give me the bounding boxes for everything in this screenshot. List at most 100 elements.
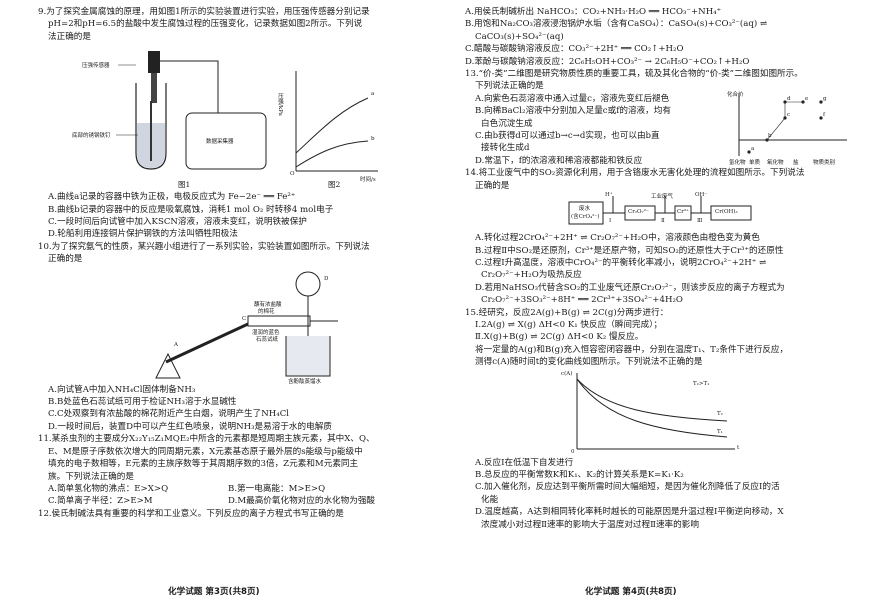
q9-option-b: B.曲线b记录的容器中的反应是吸氧腐蚀，消耗1 mol O₂ 时转移4 mol电… — [48, 204, 334, 215]
q15-stem-5: 测得c(A)随时间t的变化曲线如图所示。下列说法不正确的是 — [475, 357, 703, 368]
q10-option-a: A.向试管A中加入NH₄Cl固体制备NH₃ — [48, 384, 196, 395]
q9-graph-x-label: 时间/s — [360, 177, 376, 184]
question-15: 15.经研究，反应2A(g)+B(g) ⇌ 2C(g)分两步进行： Ⅰ.2A(g… — [465, 307, 852, 531]
q14-gas-label: 工业废气 — [651, 194, 674, 201]
q13-x-oxide: 氧化物 — [767, 160, 784, 167]
q15-graph-svg — [576, 372, 735, 450]
q14-stem-1: 14.将工业废气中的SO₂资源化利用，用于含铬废水无害化处理的流程如图所示。下列… — [465, 168, 805, 179]
q13-option-b-cont: 白色沉淀生成 — [481, 118, 533, 129]
q10-label-c: C — [242, 315, 247, 322]
q9-curve-b: b — [371, 136, 375, 143]
q15-stem-4: 将一定量的A(g)和B(g)充入恒容密闭容器中，分别在温度T₁、T₂条件下进行反… — [475, 344, 789, 355]
q13-option-b: B.向稀BaCl₂溶液中分别加入足量c或f的溶液，均有 — [475, 106, 671, 117]
q10-label-d: D — [324, 275, 329, 282]
q14-option-b: B.过程Ⅱ中SO₂是还原剂，Cr³⁺是还原产物，可知SO₂的还原性大于Cr³⁺的… — [475, 245, 784, 256]
right-page-footer: 化学试题 第4页(共8页) — [585, 587, 677, 597]
q9-option-c: C.一段时间后向试管中加入KSCN溶液，溶液未变红，说明铁被保护 — [48, 217, 307, 228]
question-9: 9.为了探究金属腐蚀的原理，用如图1所示的实验装置进行实验，用压强传感器分别记录… — [38, 6, 425, 241]
q13-point-f: f — [823, 112, 826, 119]
q15-stem-1: 15.经研究，反应2A(g)+B(g) ⇌ 2C(g)分两步进行： — [465, 307, 669, 318]
q15-option-a: A.反应Ⅰ在低温下自发进行 — [475, 457, 574, 468]
q10-option-c: C.C处观察到有浓盐酸的棉花附近产生白烟，说明产生了NH₄Cl — [48, 409, 290, 420]
q10-cotton-label-1: 蘸有浓盐酸 — [254, 301, 282, 308]
q13-y-label: 化合价 — [727, 92, 744, 99]
q13-x-element: 单质 — [749, 160, 761, 167]
q13-point-d: d — [787, 96, 791, 103]
q14-flow-diagram: 废水 (含CrO₄²⁻) Cr₂O₇²⁻ Cr³⁺ Cr(OH)₃ Ⅰ Ⅱ Ⅲ … — [465, 192, 852, 232]
q13-point-e: e — [805, 96, 809, 103]
q11-option-a: A.简单氢化物的沸点：E>X>Q — [48, 483, 169, 494]
q10-option-b: B.B处蓝色石蕊试纸可用于检证NH₃溶于水显碱性 — [48, 397, 237, 408]
q12-option-c: C.醋酸与碳酸钠溶液反应：CO₃²⁻+2H⁺ ══ CO₂↑+H₂O — [465, 44, 684, 55]
q9-option-d: D.轮船利用连接铜片保护钢铁的方法叫牺牲阳极法 — [48, 229, 238, 240]
q15-option-c: C.加入催化剂，反应达到平衡所需时间大幅缩短，是因为催化剂降低了反应Ⅰ的活 — [475, 482, 780, 493]
q9-stem-1: 9.为了探究金属腐蚀的原理，用如图1所示的实验装置进行实验，用压强传感器分别记录 — [38, 7, 370, 17]
q12-option-b-cont: CaCO₃(s)+SO₄²⁻(aq) — [475, 31, 564, 42]
q14-flow-svg — [568, 196, 752, 225]
question-12-options: A.用侯氏制碱析出 NaHCO₃：CO₂+NH₃·H₂O ══ HCO₃⁻+NH… — [465, 6, 852, 68]
q15-y-label: c(A) — [561, 370, 573, 377]
left-column: 9.为了探究金属腐蚀的原理，用如图1所示的实验装置进行实验，用压强传感器分别记录… — [38, 6, 425, 520]
q11-stem-2: E、M是原子序数依次增大的同周期元素，X元素基态原子最外层的s能级与p能级中 — [48, 446, 363, 457]
q10-water-label: 含酚酞蒸馏水 — [288, 378, 322, 385]
q10-cotton-label-2: 的棉花 — [258, 308, 275, 315]
q9-origin: O — [290, 171, 295, 178]
q12-stem: 12.侯氏制碱法具有重要的科学和工业意义。下列反应的离子方程式书写正确的是 — [38, 508, 344, 519]
q13-point-g: g — [823, 96, 827, 103]
q15-curve-t2: T₂ — [717, 410, 723, 417]
q9-caption-1: 图1 — [178, 180, 191, 190]
q9-sensor-label: 压强传感器 — [82, 63, 110, 70]
q14-oh-label: OH⁻ — [695, 192, 708, 199]
q11-option-b: B.第一电离能：M>E>Q — [228, 483, 326, 494]
q14-step-3: Ⅲ — [697, 218, 703, 225]
q15-step-2: Ⅱ.X(g)+B(g) ⇌ 2C(g) ΔH<0 K₂ 慢反应。 — [475, 332, 644, 343]
question-13: 13.“价-类”二维图是研究物质性质的重要工具，硫及其化合物的“价-类”二维图如… — [465, 68, 852, 167]
q9-apparatus-diagram — [116, 51, 378, 172]
left-page: 9.为了探究金属腐蚀的原理，用如图1所示的实验装置进行实验，用压强传感器分别记录… — [38, 6, 425, 597]
q12-option-a: A.用侯氏制碱析出 NaHCO₃：CO₂+NH₃·H₂O ══ HCO₃⁻+NH… — [465, 7, 722, 17]
q13-point-c: c — [787, 112, 791, 119]
right-column: A.用侯氏制碱析出 NaHCO₃：CO₂+NH₃·H₂O ══ HCO₃⁻+NH… — [465, 6, 852, 531]
q13-valence-diagram: 化合价 氢化物 单质 氧化物 盐 物质类别 a b c d e f g — [727, 90, 852, 170]
q14-box1-sub: (含CrO₄²⁻) — [571, 214, 600, 221]
q14-stem-2: 正确的是 — [475, 180, 510, 191]
q9-iron-label: 底部的锈钢铁钉 — [72, 133, 111, 140]
q15-x-label: t — [737, 444, 740, 451]
q9-option-a: A.曲线a记录的容器中铁为正极，电极反应式为 Fe−2e⁻ ══ Fe²⁺ — [48, 192, 296, 203]
q13-x-hydride: 氢化物 — [729, 160, 746, 167]
q15-curve-t1: T₁ — [717, 428, 723, 435]
q9-caption-2: 图2 — [328, 180, 341, 190]
q15-origin: 0 — [571, 448, 575, 455]
q11-stem-1: 11.某杀虫剂的主要成分X₂₂Y₁₅Z₁MQE₂中所含的元素都是短周期主族元素，… — [38, 434, 375, 445]
q10-option-d: D.一段时间后，装置D中可以产生红色喷泉，说明NH₃是易溶于水的电解质 — [48, 421, 332, 432]
q10-stem-2: 正确的是 — [48, 254, 83, 265]
q11-options-row-1: A.简单氢化物的沸点：E>X>Q B.第一电离能：M>E>Q — [38, 483, 425, 495]
question-14: 14.将工业废气中的SO₂资源化利用，用于含铬废水无害化处理的流程如图所示。下列… — [465, 167, 852, 306]
question-11: 11.某杀虫剂的主要成分X₂₂Y₁₅Z₁MQE₂中所含的元素都是短周期主族元素，… — [38, 433, 425, 507]
q14-box4-label: Cr(OH)₃ — [715, 209, 738, 216]
q14-box1-label: 废水 — [579, 206, 591, 213]
q10-label-a: A — [174, 341, 178, 348]
q13-option-d: D.常温下，f的浓溶液和稀溶液都能和铁反应 — [475, 155, 643, 166]
left-page-footer: 化学试题 第3页(共8页) — [168, 587, 260, 597]
q9-stem-2: pH=2和pH=6.5的盐酸中发生腐蚀过程的压强变化，记录数据如图2所示。下列说 — [48, 19, 363, 30]
q15-concentration-graph: c(A) t 0 T₂>T₁ T₂ T₁ — [465, 369, 852, 457]
q15-option-b: B.总反应的平衡常数K和K₁、K₂的计算关系是K=K₁·K₂ — [475, 469, 684, 480]
q10-paper-label-1: 湿润的蓝色 — [252, 329, 280, 336]
q13-diagram-svg — [738, 94, 847, 157]
q9-figures: 压强传感器 底部的锈钢铁钉 数据采集器 压强/kPa 时间/s a b O 图1… — [38, 43, 425, 191]
q13-point-a: a — [751, 146, 755, 153]
q12-option-d: D.苯酚与碳酸钠溶液反应：2C₆H₅OH+CO₃²⁻ → 2C₆H₅O⁻+CO₂… — [465, 56, 750, 67]
q14-h-label: H⁺ — [605, 192, 613, 199]
q14-box3-label: Cr³⁺ — [677, 209, 689, 216]
q14-option-d: D.若用NaHSO₃代替含SO₂的工业废气还原Cr₂O₇²⁻，则该步反应的离子方… — [475, 282, 785, 293]
q11-stem-4: 族。下列说法正确的是 — [48, 471, 134, 482]
q15-step-1: Ⅰ.2A(g) ⇌ X(g) ΔH<0 K₁ 快反应（瞬间完成）； — [475, 319, 663, 330]
q13-option-c: C.由b获得d可以通过b→c→d实现，也可以由b直 — [475, 131, 660, 142]
q14-option-a: A.转化过程2CrO₄²⁻+2H⁺ ⇌ Cr₂O₇²⁻+H₂O中，溶液颜色由橙色… — [475, 233, 760, 244]
q10-apparatus-diagram — [155, 271, 338, 379]
q13-stem-1: 13.“价-类”二维图是研究物质性质的重要工具，硫及其化合物的“价-类”二维图如… — [465, 69, 803, 80]
q11-option-d: D.M最高价氧化物对应的水化物为强酸 — [228, 496, 376, 507]
q15-temp-note: T₂>T₁ — [693, 380, 710, 387]
